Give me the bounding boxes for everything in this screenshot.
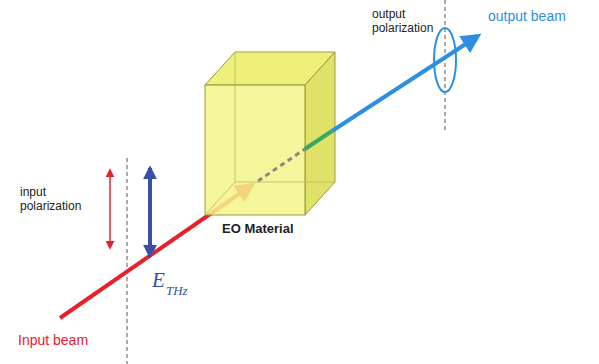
input-polarization-label: input polarization	[20, 186, 96, 214]
beam-exit	[305, 131, 332, 149]
input-beam-label: Input beam	[18, 332, 128, 348]
thz-field-arrow	[148, 168, 152, 256]
eo-crystal	[205, 52, 335, 215]
field-subscript: THz	[166, 284, 206, 299]
input-polarization-arrow	[109, 170, 111, 248]
beam-in-crystal	[258, 149, 305, 181]
crystal-label: EO Material	[222, 222, 332, 237]
polarization-ellipse	[434, 28, 456, 92]
input-axis	[127, 158, 128, 364]
output-axis	[445, 0, 446, 130]
output-polarization-label: output polarization	[372, 8, 438, 36]
output-beam-label: output beam	[488, 8, 588, 24]
